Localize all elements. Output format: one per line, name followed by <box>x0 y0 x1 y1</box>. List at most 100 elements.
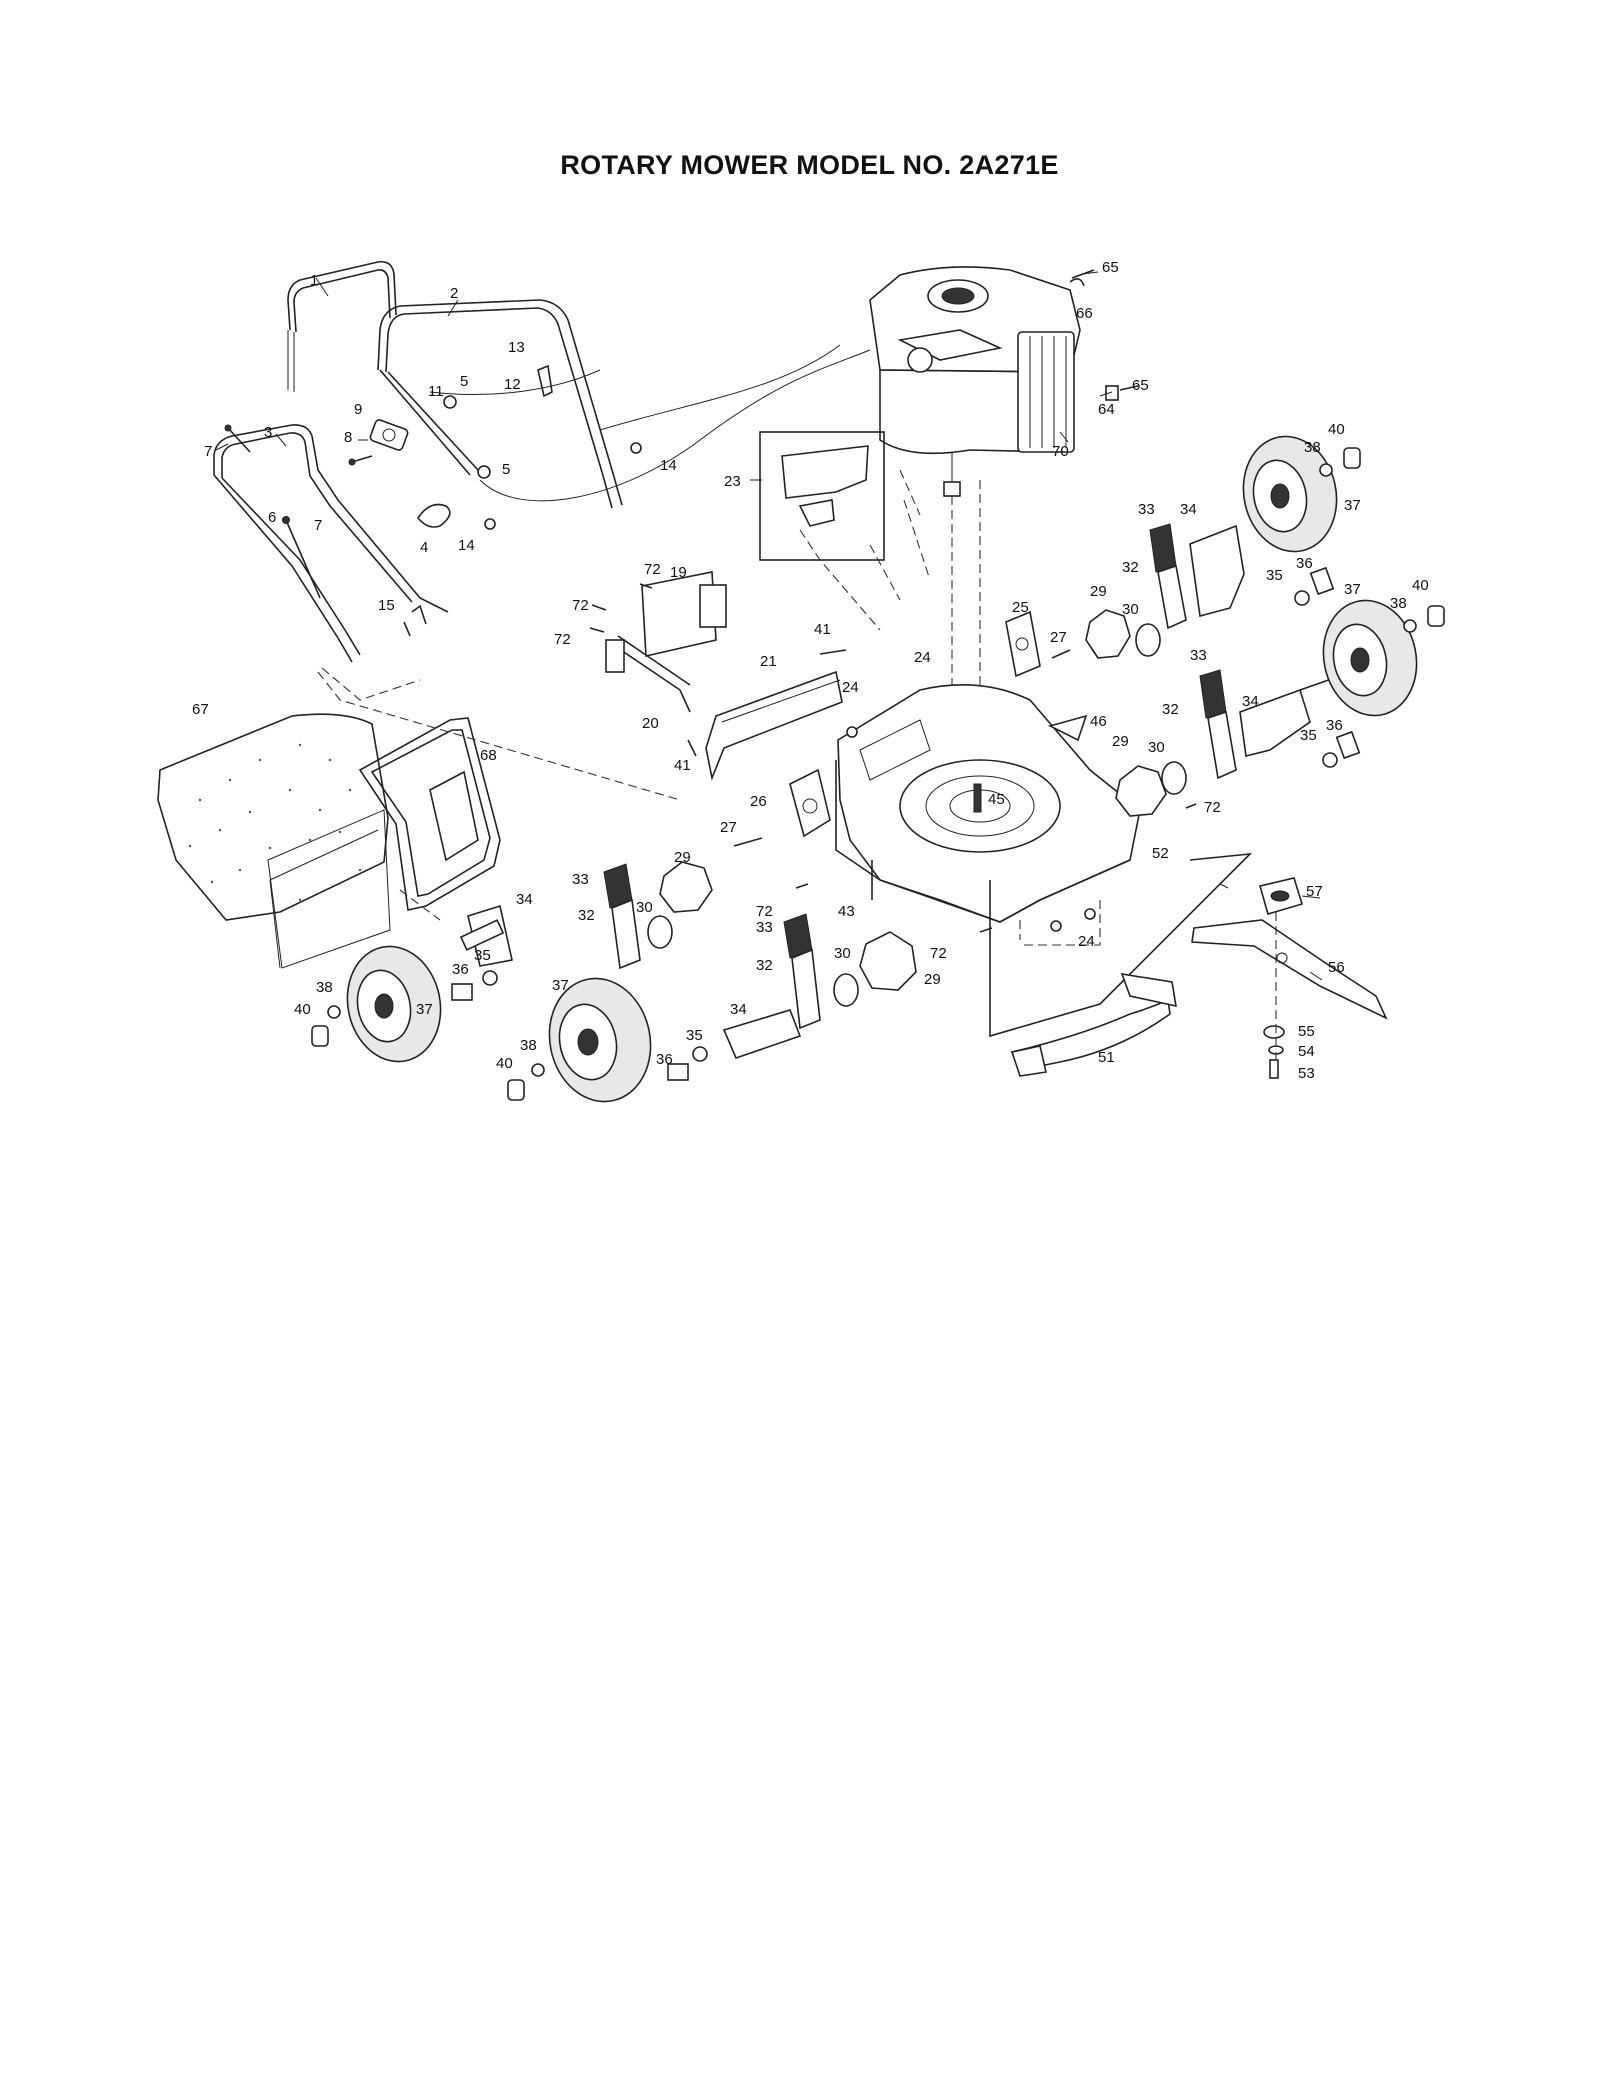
callout-34a: 34 <box>1180 501 1197 518</box>
callout-41b: 41 <box>674 757 691 774</box>
callout-12: 12 <box>504 376 521 393</box>
callout-72f: 72 <box>930 945 947 962</box>
callout-11: 11 <box>428 383 444 400</box>
page-title: ROTARY MOWER MODEL NO. 2A271E <box>560 150 1059 180</box>
callout-leaders <box>215 271 1323 981</box>
baffle-part-46 <box>1047 714 1088 742</box>
callout-72d: 72 <box>1204 799 1221 816</box>
callout-30b: 30 <box>1148 739 1165 756</box>
callout-30a: 30 <box>1122 601 1139 618</box>
baffle-part-23-frame <box>759 431 885 561</box>
callout-72e: 72 <box>756 903 773 920</box>
callout-27b: 27 <box>1050 629 1067 646</box>
callout-38b: 38 <box>1390 595 1407 612</box>
callout-35d: 35 <box>686 1027 703 1044</box>
callout-38a: 38 <box>1304 439 1321 456</box>
callout-37d: 37 <box>552 977 569 994</box>
bracket-part-64 <box>1105 385 1119 401</box>
upper-handle-part-2 <box>377 299 623 509</box>
callout-72b: 72 <box>572 597 589 614</box>
leader-handle <box>321 667 421 701</box>
callout-14b: 14 <box>458 537 475 554</box>
blade-assy-frame <box>989 852 1253 1038</box>
leader-engine-deck <box>899 469 931 581</box>
callout-19: 19 <box>670 564 687 581</box>
grass-bag-part-67 <box>157 713 391 969</box>
callout-9: 9 <box>354 401 362 418</box>
nut-part-35-center-lower <box>692 1046 708 1062</box>
callout-66: 66 <box>1076 305 1093 322</box>
axle-bracket-part-34-lower-right <box>1239 675 1341 757</box>
callout-55: 55 <box>1298 1023 1315 1040</box>
callout-32c: 32 <box>578 907 595 924</box>
callout-64: 64 <box>1098 401 1115 418</box>
screw-part-72-top <box>589 583 653 633</box>
callout-41a: 41 <box>814 621 831 638</box>
wheel-spacer-part-30-center-lower <box>833 973 859 1007</box>
nut-part-35-upper-right <box>1294 590 1310 606</box>
door-bracket-part-19 <box>641 571 727 657</box>
front-axle-bracket-part-25 <box>1005 610 1041 678</box>
callout-43: 43 <box>838 903 855 920</box>
bolt-part-36-center-lower <box>667 1063 689 1081</box>
bolt-part-8 <box>348 455 373 466</box>
engine-part-70 <box>869 266 1081 497</box>
washer-part-55 <box>1263 1025 1285 1039</box>
callout-23: 23 <box>724 473 741 490</box>
nut-part-38 <box>327 463 1417 1077</box>
callout-24b: 24 <box>842 679 859 696</box>
callout-24c: 24 <box>1078 933 1095 950</box>
callout-34c: 34 <box>516 891 533 908</box>
callout-65b: 65 <box>1132 377 1149 394</box>
callout-37a: 37 <box>1344 497 1361 514</box>
callout-32d: 32 <box>756 957 773 974</box>
door-rod-part-20 <box>605 635 691 713</box>
callout-40b: 40 <box>1412 577 1429 594</box>
callout-32b: 32 <box>1162 701 1179 718</box>
callout-32a: 32 <box>1122 559 1139 576</box>
callout-36c: 36 <box>452 961 469 978</box>
callout-33a: 33 <box>1138 501 1155 518</box>
cable-bracket-part-9 <box>369 419 409 451</box>
baffle-part-51 <box>1010 972 1177 1077</box>
callout-2: 2 <box>450 285 458 302</box>
callout-13: 13 <box>508 339 525 356</box>
bolt-part-27 <box>733 649 1071 847</box>
height-lever-part-33-center-lower <box>783 913 821 1030</box>
bracket-part-13 <box>537 364 553 398</box>
blade-bolt-part-45 <box>973 783 982 813</box>
callout-51: 51 <box>1098 1049 1115 1066</box>
bolt-part-7b <box>282 516 321 599</box>
callout-14a: 14 <box>660 457 677 474</box>
bolt-part-36-upper-right <box>1309 566 1335 596</box>
leader-bag <box>317 671 681 921</box>
callout-46: 46 <box>1090 713 1107 730</box>
screw-part-41 <box>687 649 847 757</box>
wheel-part-37-upper-right <box>1242 435 1338 553</box>
callout-21: 21 <box>760 653 777 670</box>
callout-29b: 29 <box>1112 733 1129 750</box>
bolt-part-36-lower-right <box>1335 730 1361 760</box>
callout-5b: 5 <box>502 461 510 478</box>
clip-part-66 <box>1069 278 1085 287</box>
hubcap-part-40 <box>311 447 1445 1101</box>
bolt-part-7a <box>224 424 251 453</box>
callout-7b: 7 <box>314 517 322 534</box>
rear-axle-bracket-part-26 <box>789 768 831 838</box>
wheel-part-37-center <box>548 977 652 1103</box>
grass-bag-frame-part-68 <box>358 717 501 911</box>
callout-15: 15 <box>378 597 395 614</box>
axle-part-34-center-lower <box>722 1009 802 1059</box>
callout-5a: 5 <box>460 373 468 390</box>
callout-29c: 29 <box>674 849 691 866</box>
wheel-part-37-left <box>346 945 442 1063</box>
callout-labels: 1 2 3 4 5 5 6 7 7 8 9 11 12 13 14 14 15 … <box>192 259 1429 1082</box>
callout-4: 4 <box>420 539 428 556</box>
callout-26: 26 <box>750 793 767 810</box>
callout-33b: 33 <box>1190 647 1207 664</box>
axle-bracket-part-34-upper-right <box>1189 524 1245 618</box>
wheel-spacer-part-30-lower-right <box>1161 761 1187 795</box>
callout-40a: 40 <box>1328 421 1345 438</box>
callout-29d: 29 <box>924 971 941 988</box>
